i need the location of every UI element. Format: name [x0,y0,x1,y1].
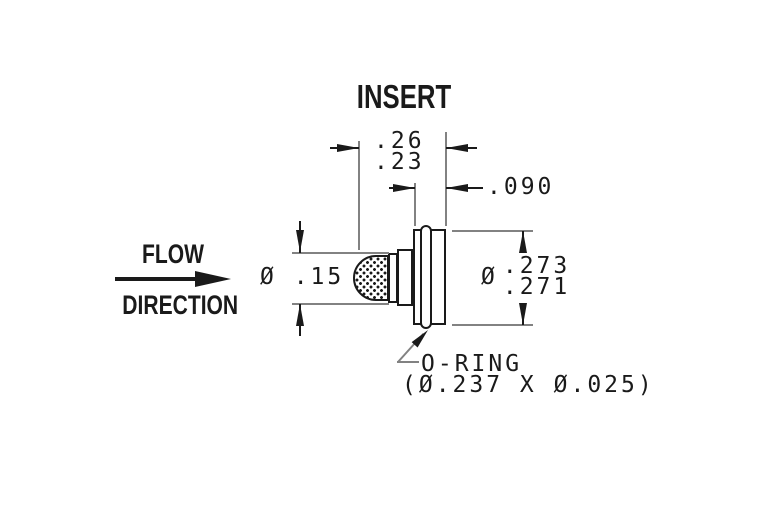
o-ring-cross-section [420,225,432,329]
insert-collar-outline [388,253,398,303]
dim-text-body-width: .090 [487,174,555,200]
flow-label-line1: FLOW [141,239,204,269]
dim-text-body-dia: Ø .273 .271 [481,253,571,300]
dim-arrow-width-right-icon [446,184,468,192]
flow-arrow-shaft [115,277,197,281]
drawing-title: INSERT [356,78,452,115]
ext-line-inlet-bottom [292,303,389,305]
dim-length-upper: .26 [374,128,425,154]
flow-arrow-icon [195,271,231,287]
dim-length-lower: .23 [374,149,425,175]
dim-arrow-inlet-bottom-icon [296,304,304,326]
diameter-symbol: Ø [481,263,498,290]
oring-callout-label: O-RING [421,351,523,377]
ext-line-body-bottom [452,324,533,326]
ext-line-body-front [414,183,416,226]
dim-text-insert-length: .26 .23 [374,128,425,175]
dim-arrow-length-left-icon [337,144,359,152]
dim-arrow-length-right-icon [446,144,468,152]
dim-arrow-bodydia-bottom-icon [519,303,527,325]
leader-arrow-icon [411,327,431,348]
flow-label-line2: DIRECTION [122,290,239,320]
ext-line-front-face [358,141,360,250]
ext-line-body-back [445,132,447,226]
leader-line-dogleg [397,361,419,363]
ext-line-inlet-top [292,252,389,254]
dim-arrow-bodydia-top-icon [519,231,527,253]
insert-flange-outline [397,249,413,306]
dim-bodydia-lower: .271 [502,274,571,300]
oring-callout-size: (Ø.237 X Ø.025) [402,372,655,398]
dim-arrow-width-left-icon [393,184,415,192]
ext-line-body-top [452,230,533,232]
dim-arrow-inlet-top-icon [296,230,304,252]
dim-text-inlet-dia: Ø .15 [260,264,345,290]
dim-bodydia-upper: .273 [502,253,571,279]
filter-dome [353,255,389,301]
